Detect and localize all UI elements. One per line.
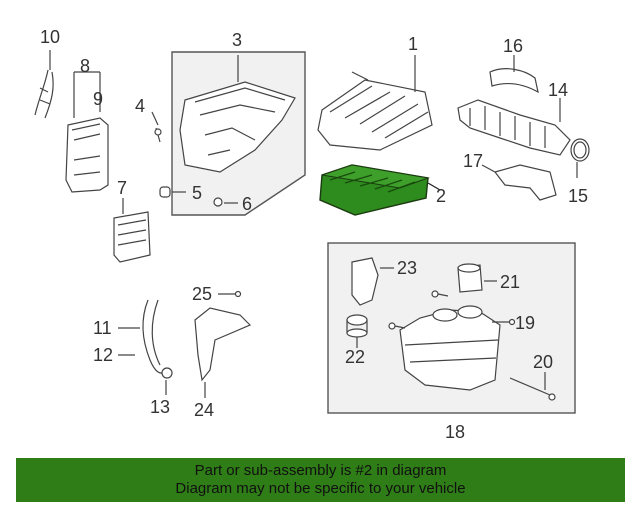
- callout-22: 22: [345, 347, 365, 367]
- part-7-box: [113, 198, 151, 263]
- diagram-notice-banner: Part or sub-assembly is #2 in diagram Di…: [16, 458, 625, 502]
- part-16-intake-duct: [489, 55, 539, 94]
- banner-line-2: Diagram may not be specific to your vehi…: [175, 480, 466, 497]
- part-19-screw: [492, 318, 516, 326]
- callout-19: 19: [515, 313, 535, 333]
- part-15-ring: [570, 138, 590, 178]
- callout-10: 10: [40, 27, 60, 47]
- callout-12: 12: [93, 345, 113, 365]
- part-24-bracket: [194, 307, 252, 398]
- part-resonator: [399, 305, 501, 391]
- part-4-bolt: [151, 111, 162, 143]
- callout-24: 24: [194, 400, 214, 420]
- callout-17: 17: [463, 151, 483, 171]
- part-21-cap: [457, 263, 497, 293]
- part-2-air-filter: [319, 164, 441, 216]
- part-5-grommet: [159, 186, 186, 198]
- part-25-bolt: [218, 290, 242, 298]
- callout-15: 15: [568, 186, 588, 206]
- callout-2: 2: [436, 186, 446, 206]
- part-3-housing: [179, 55, 296, 173]
- callout-9: 9: [93, 89, 103, 109]
- callout-3: 3: [232, 30, 242, 50]
- callout-4: 4: [135, 96, 145, 116]
- callout-23: 23: [397, 258, 417, 278]
- callout-14: 14: [548, 80, 568, 100]
- part-11-12-hose: [118, 299, 166, 374]
- part-17-duct: [481, 164, 557, 201]
- callout-11: 11: [93, 318, 112, 338]
- part-1-cover: [317, 55, 433, 151]
- part-22-seal: [346, 314, 368, 348]
- callout-18: 18: [445, 422, 465, 442]
- part-20-sensor: [509, 372, 556, 401]
- parts-diagram: 10 8 9 3 4 7 5 6 1 2 16 14 17 15 23 21 1…: [34, 27, 590, 442]
- callout-13: 13: [150, 397, 170, 417]
- callout-6: 6: [242, 194, 252, 214]
- part-small-bolts: [388, 290, 449, 330]
- callout-21: 21: [500, 272, 520, 292]
- banner-line-1: Part or sub-assembly is #2 in diagram: [194, 462, 447, 479]
- callout-7: 7: [117, 178, 127, 198]
- part-13-cap: [161, 367, 173, 395]
- part-8-9-case: [65, 71, 109, 193]
- callout-25: 25: [192, 284, 212, 304]
- callout-5: 5: [192, 183, 202, 203]
- callout-16: 16: [503, 36, 523, 56]
- part-14-intake-tube: [457, 98, 571, 156]
- callout-8: 8: [80, 56, 90, 76]
- part-6-clip: [213, 197, 238, 207]
- callout-20: 20: [533, 352, 553, 372]
- callout-1: 1: [408, 34, 418, 54]
- part-10-tubes: [34, 50, 54, 119]
- part-23-tube: [351, 257, 394, 306]
